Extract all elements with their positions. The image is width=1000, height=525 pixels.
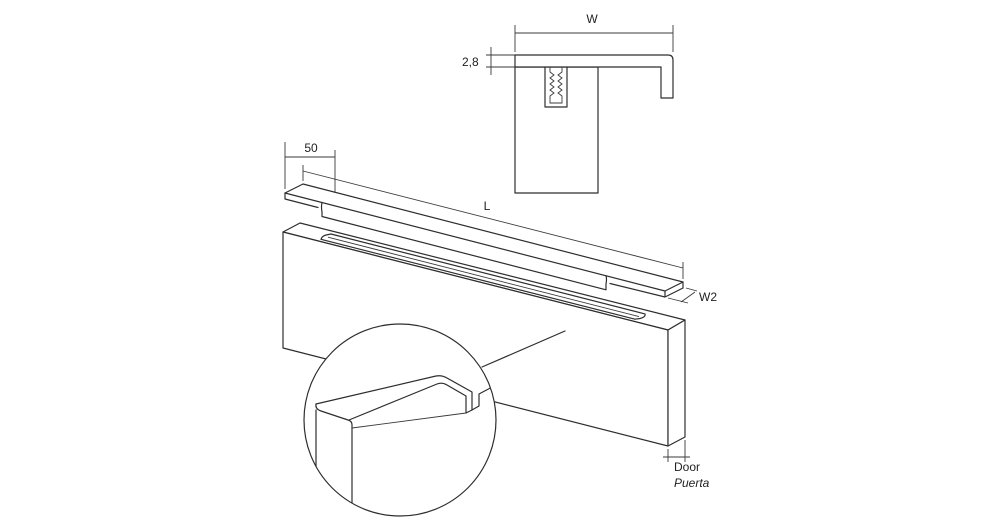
door-label-spanish: Puerta bbox=[674, 476, 710, 490]
zoom-handle-front-edge bbox=[348, 382, 473, 421]
cross-section-view: W 2,8 bbox=[462, 12, 674, 194]
length-dimension-line bbox=[302, 170, 684, 269]
door-dimension: Door Puerta bbox=[663, 440, 710, 490]
zoom-handle-top bbox=[315, 375, 496, 411]
dowel-teeth bbox=[549, 67, 563, 104]
width2-dimension-line bbox=[680, 291, 696, 303]
zoom-handle-end bbox=[315, 403, 353, 429]
width2-extension-front bbox=[667, 297, 689, 304]
door-end-face bbox=[667, 319, 686, 447]
detail-magnifier bbox=[303, 323, 566, 517]
thickness-label: 2,8 bbox=[462, 55, 479, 69]
handle-left-tab bbox=[284, 192, 319, 209]
width-label: W bbox=[586, 12, 598, 26]
groove-outline bbox=[544, 66, 568, 108]
handle-right-tab bbox=[609, 281, 684, 298]
handle-profile-section bbox=[514, 54, 674, 99]
magnifier-circle bbox=[303, 323, 497, 517]
handle-back-edge bbox=[284, 183, 684, 283]
handle-front-edge bbox=[284, 192, 666, 292]
handle-lip bbox=[320, 201, 608, 291]
width2-extension-back bbox=[685, 287, 698, 292]
door-section bbox=[514, 66, 599, 194]
magnifier-leader-line bbox=[481, 330, 566, 368]
door-panel bbox=[282, 222, 686, 447]
length-label: L bbox=[484, 199, 491, 213]
zoom-handle-underside bbox=[351, 412, 467, 429]
end-length-label: 50 bbox=[304, 141, 318, 155]
door-label: Door bbox=[674, 460, 700, 474]
handle-profile: 50 L W2 bbox=[284, 141, 717, 304]
width2-label: W2 bbox=[699, 290, 717, 304]
door-groove-inner bbox=[327, 236, 640, 318]
